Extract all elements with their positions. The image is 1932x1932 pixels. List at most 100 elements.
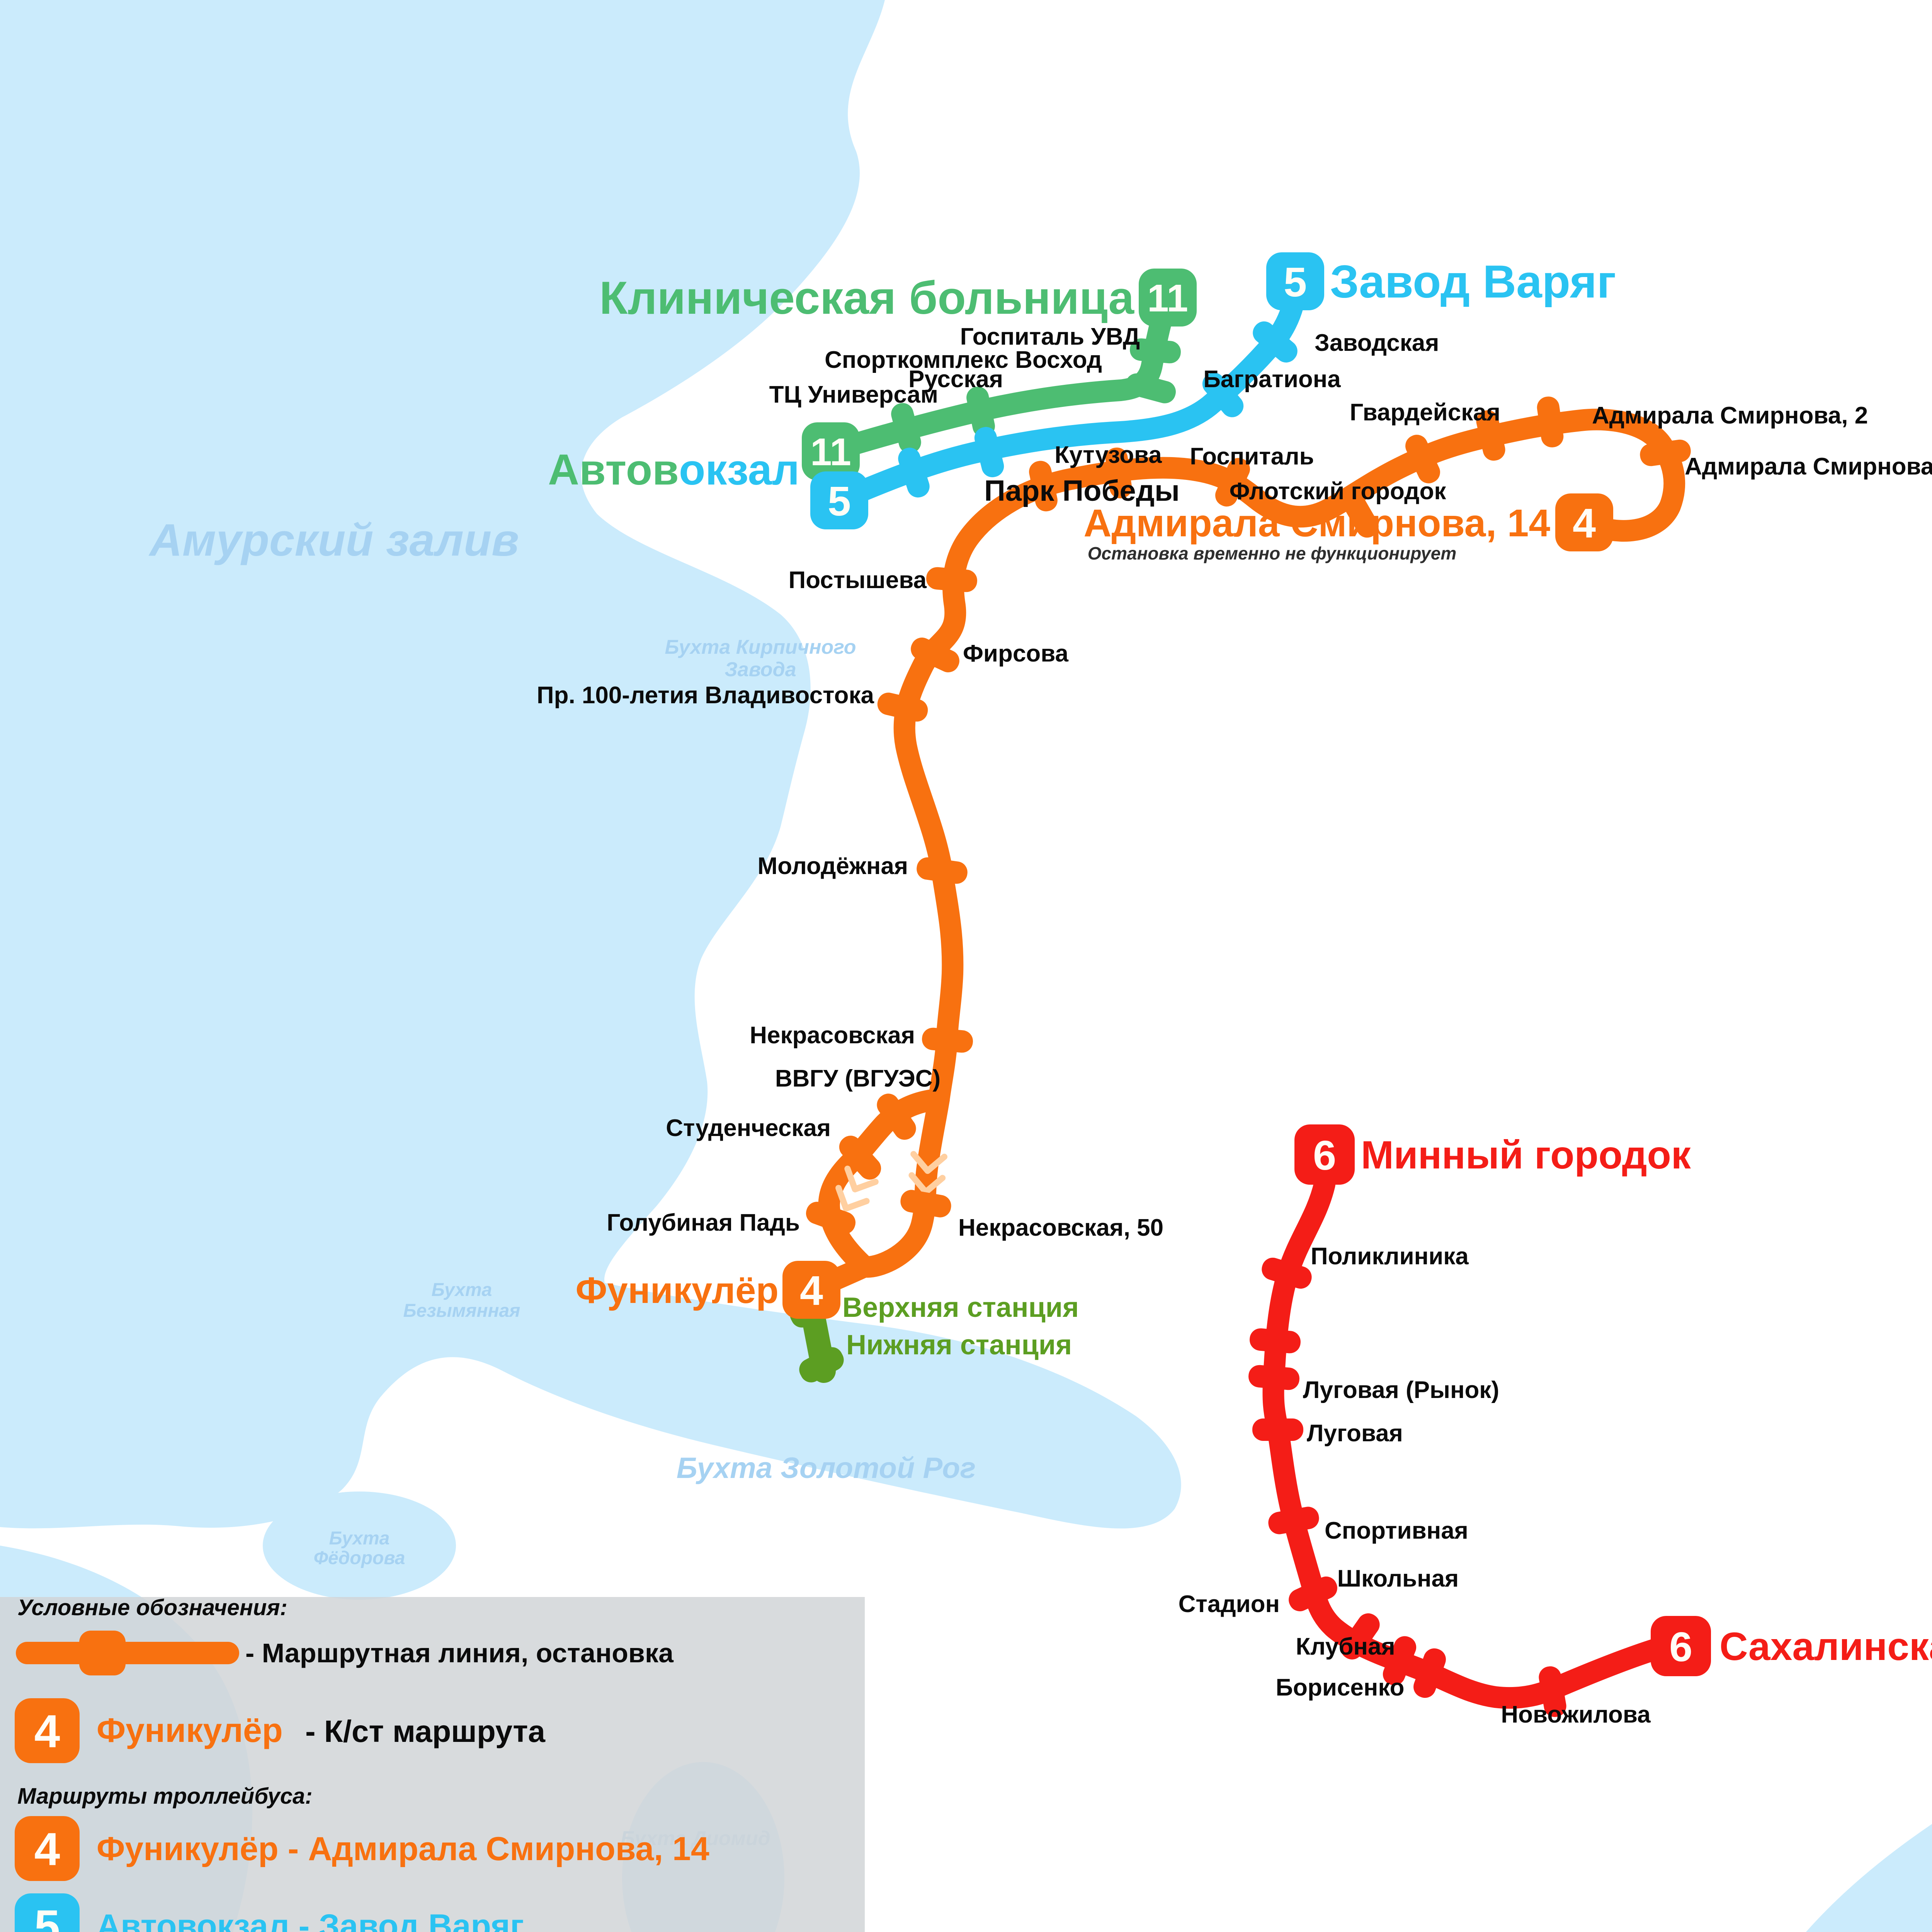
terminal-label-minny: Минный городок [1361,1133,1691,1177]
terminal-label-funicular: Фуникулёр [575,1270,779,1311]
stop-label-shkolnaya: Школьная [1337,1565,1459,1592]
route-4-stop-ticks [806,396,1691,1234]
stop-tick-firsova [911,638,959,672]
legend-line-stop-text: - Маршрутная линия, остановка [245,1638,674,1668]
zolotoy-rog-bay-label: Бухта Золотой Рог [677,1452,976,1485]
stop-label-gvardeyskaya: Гвардейская [1350,399,1500,426]
stop-label-stadion: Стадион [1179,1591,1280,1617]
terminal-label-sakhalinskaya: Сахалинская [1719,1624,1932,1668]
stop-tick-vvgu [877,1094,916,1140]
stop-tick-poliklinika [1262,1257,1312,1289]
legend-badge-t5-number: 5 [34,1901,60,1932]
stop-label-kutuzova: Кутузова [1054,442,1162,468]
stop-tick-bagrationa [1202,372,1244,417]
badge-5-avtovokzal: 5 [810,471,868,529]
amur-bay-label: Амурский залив [148,515,519,566]
stop-tick-klubnaya [1383,1636,1417,1685]
badge-11-avtovokzal: 11 [802,422,860,480]
badge-4-smirnova14-number: 4 [1573,500,1596,546]
legend-sample-stop [79,1631,126,1675]
badge-11-avtovokzal-number: 11 [810,430,851,474]
station-label-verkhnyaya: Верхняя станция [842,1292,1079,1323]
stop-tick-sportkompleks [1126,373,1176,403]
station-tick-nizhnyaya [799,1347,844,1383]
stop-tick-flotsky [1342,490,1379,538]
route-6-stop-ticks [1248,1257,1566,1717]
badge-11-klinicheskaya: 11 [1139,269,1197,327]
legend-terminal-sample-desc: - К/ст маршрута [305,1714,545,1748]
stop-label-postysheva: Постышева [789,567,927,594]
terminal-label-klinicheskaya: Клиническая больница [599,272,1134,324]
fyodorova-bay-water [263,1492,456,1600]
fyodorova-bay-label-1: Бухта [329,1528,390,1549]
stop-tick-shkolnaya [1340,1613,1380,1660]
stop-tick-zavodskaya [1253,321,1298,363]
stop-label-firsova: Фирсова [963,640,1069,667]
legend-title: Условные обозначения: [17,1595,287,1620]
legend-badge-t4 [15,1816,80,1881]
stop-tick-smirnova2 [1537,396,1564,447]
badge-4-smirnova14: 4 [1555,493,1613,551]
route-6-labels: Минный городок Сахалинская Поликлиника Л… [1179,1133,1932,1728]
badge-11-klinicheskaya-number: 11 [1147,277,1188,320]
fyodorova-bay-label-2: Фёдорова [314,1548,405,1568]
stop-tick-studencheskaya [839,1136,881,1180]
stop-tick-russkaya [966,386,995,437]
stop-label-vvgu: ВВГУ (ВГУЭС) [775,1065,940,1092]
stop-tick-shared-1 [898,447,930,498]
stop-tick-gospital [1215,458,1250,507]
stop-label-sportivnaya: Спортивная [1325,1517,1468,1544]
stop-tick-sportivnaya [1268,1507,1319,1534]
kirpichnogo-bay-label-2: Завода [724,658,796,681]
stop-tick-tc-universam [891,403,921,453]
stop-tick-pr100 [877,692,928,722]
stop-label-smirnova2: Адмирала Смирнова, 2 [1592,402,1868,429]
badge-5-zavod-varyag: 5 [1266,252,1324,310]
legend-badge-t5 [15,1893,80,1932]
stop-tick-lugovaya-rynok [1248,1365,1299,1390]
terminal-label-smirnova14: Адмирала Смирнова, 14 [1083,502,1550,545]
smirnova14-note: Остановка временно не функционирует [1088,543,1456,563]
legend-terminal-sample-name: Фуникулёр [97,1711,283,1749]
kirpichnogo-bay-label-1: Бухта Кирпичного [665,636,856,658]
stop-label-tc-universam: ТЦ Универсам [769,381,938,408]
stop-label-nekrasovskaya: Некрасовская [750,1022,915,1049]
stop-label-borisenko: Борисенко [1276,1674,1405,1701]
badge-6-minny: 6 [1294,1124,1355,1185]
badge-6-minny-number: 6 [1313,1132,1336,1179]
stop-tick-golubinaya [806,1202,856,1234]
stop-tick-smirnova12 [1640,439,1691,466]
legend-badge-4-sample-number: 4 [34,1706,60,1757]
legend-route-t5: Автовокзал - Завод Варяг [97,1908,524,1932]
stop-tick-postysheva [926,567,977,592]
terminal-label-zavod-varyag: Завод Варяг [1330,256,1616,308]
legend-badge-4-sample [15,1698,80,1763]
stop-label-lugovaya: Луговая [1307,1420,1403,1447]
route-11-stop-ticks [891,338,1181,453]
stop-tick-shared-2 [974,427,1004,478]
stop-label-sportkompleks: Спорткомплекс Восход [825,347,1102,373]
stop-label-pr100: Пр. 100-летия Владивостока [537,682,874,709]
stop-tick-nekrasovskaya50 [900,1190,951,1218]
stop-label-golubinaya: Голубиная Падь [607,1209,800,1236]
stop-label-russkaya: Русская [908,366,1003,393]
routes-5-11-labels: Автов окзал Клиническая больница Завод В… [548,256,1616,494]
legend-badge-t4-number: 4 [34,1823,60,1875]
badge-4-funicular: 4 [782,1261,840,1319]
stop-tick-gvardeyskaya [1405,435,1440,483]
legend: Условные обозначения: - Маршрутная линия… [0,1595,865,1932]
stop-label-zavodskaya: Заводская [1315,330,1439,356]
legend-route-t4: Фуникулёр - Адмирала Смирнова, 14 [97,1830,709,1867]
station-label-nizhnyaya: Нижняя станция [846,1330,1072,1361]
stop-tick-stadion [1289,1577,1337,1611]
stop-tick-kutuzova [1105,447,1132,498]
badge-6-sakhalinskaya: 6 [1651,1616,1711,1676]
terminal-label-avtovokzal-cyan: окзал [679,446,799,494]
bezymyannaya-bay-label-1: Бухта [432,1280,492,1300]
stop-label-nekrasovskaya50: Некрасовская, 50 [958,1214,1163,1241]
badge-5-zavod-varyag-number: 5 [1284,259,1307,305]
stop-label-smirnova12: Адмирала Смирнова, 12 [1685,453,1932,480]
